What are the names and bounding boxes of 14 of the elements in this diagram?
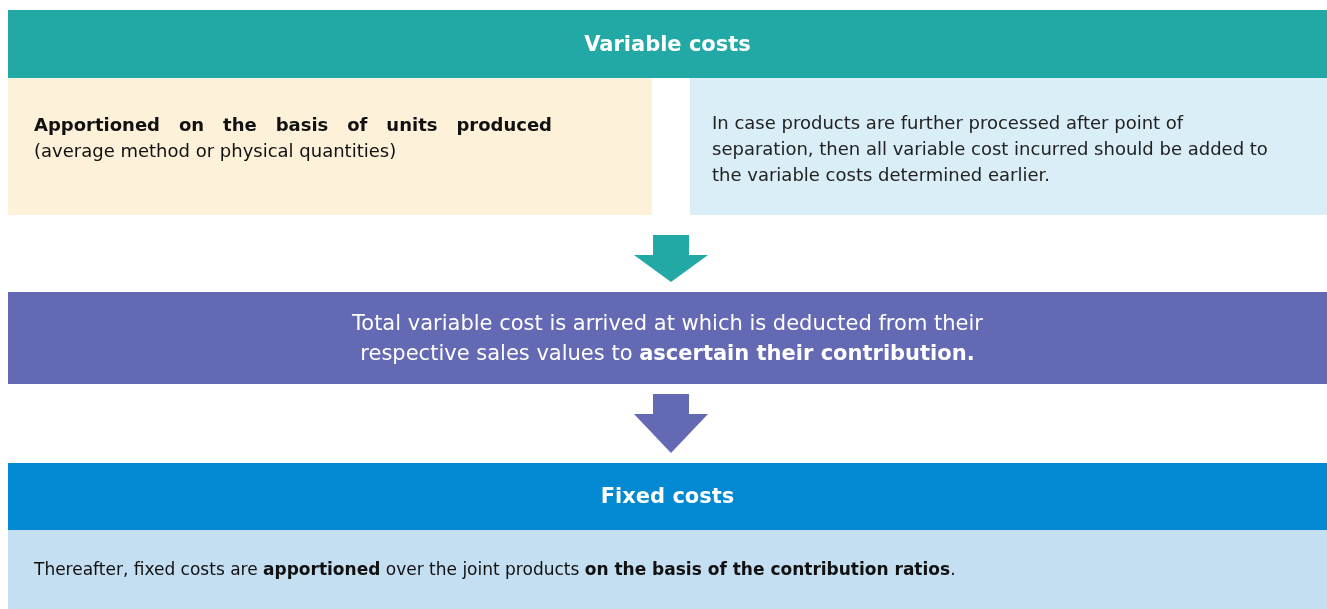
info-box xyxy=(8,78,652,215)
body-text: In case products are further processed after point of separation, then all variable cost incurred should be added to the variable costs determined earlier. xyxy=(712,111,1269,188)
body-text: Apportioned on the basis of units produced (average method or physical quantities) xyxy=(34,113,552,164)
header-text: Variable costs xyxy=(583,30,752,58)
section-header xyxy=(8,10,1327,78)
body-text: Thereafter, fixed costs are apportioned over the joint products on the basis of the contribution ratios. xyxy=(34,558,957,582)
arrow xyxy=(634,235,708,282)
process-box xyxy=(8,292,1327,384)
body-text: Total variable cost is arrived at which is deducted from their respective sales values to ascertain their contribution. xyxy=(351,309,984,367)
arrow xyxy=(634,394,708,453)
section-header xyxy=(8,463,1327,530)
info-box xyxy=(8,530,1327,609)
header-text: Fixed costs xyxy=(599,483,736,511)
info-box xyxy=(690,78,1327,215)
